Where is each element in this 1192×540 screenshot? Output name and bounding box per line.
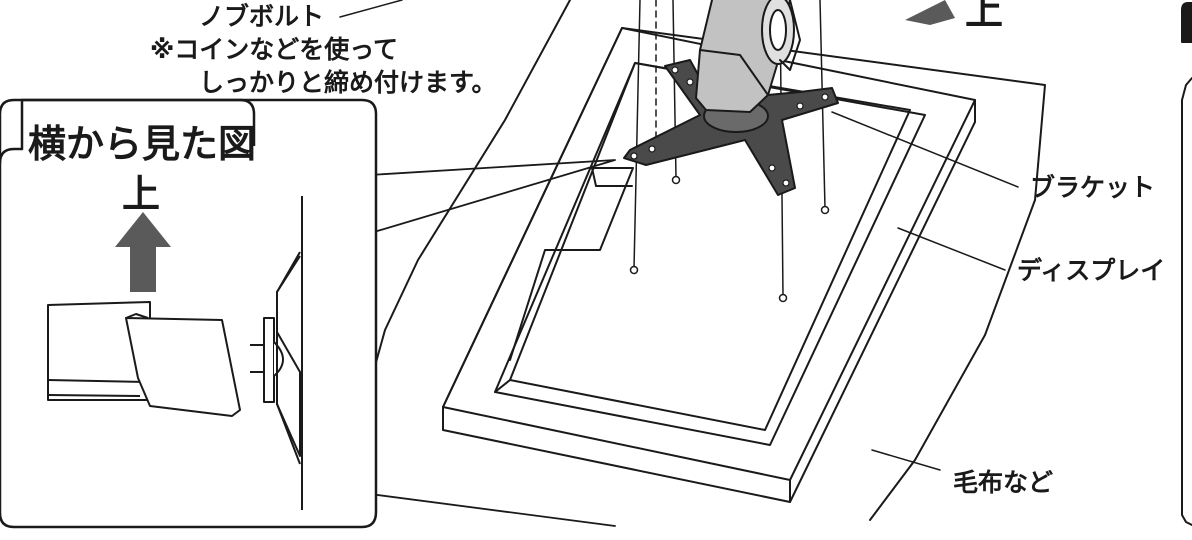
right-frame-top [1181, 2, 1192, 43]
leader-display [897, 227, 1006, 271]
top-up-label: 上 [965, 0, 1004, 33]
display [442, 27, 976, 503]
side-view-up-label: 上 [122, 172, 161, 216]
callout-pointer [369, 159, 616, 527]
leader-blanket [871, 449, 941, 471]
blanket-outline-right [621, 27, 1046, 521]
coin-note-line1: ※コインなどを使って [150, 35, 399, 64]
bracket-label: ブラケット [1030, 173, 1156, 202]
blanket-label: 毛布など [953, 468, 1054, 497]
right-frame-main [1181, 77, 1192, 526]
coin-note-line2: しっかりと締め付けます。 [199, 68, 497, 97]
stand-hinge [695, 0, 801, 113]
screw-holes [629, 175, 830, 303]
display-label: ディスプレイ [1017, 256, 1166, 285]
leader-knob-bolt [339, 0, 403, 18]
side-hinge-head [125, 317, 241, 417]
knob-bolt-label: ノブボルト [199, 2, 325, 31]
side-view-title: 横から見た図 [28, 122, 257, 166]
side-bracket-plate [263, 317, 275, 403]
side-view-panel [0, 98, 378, 529]
leader-bracket [831, 111, 1019, 188]
side-up-arrow [115, 212, 171, 292]
top-direction-arrow [905, 0, 955, 25]
